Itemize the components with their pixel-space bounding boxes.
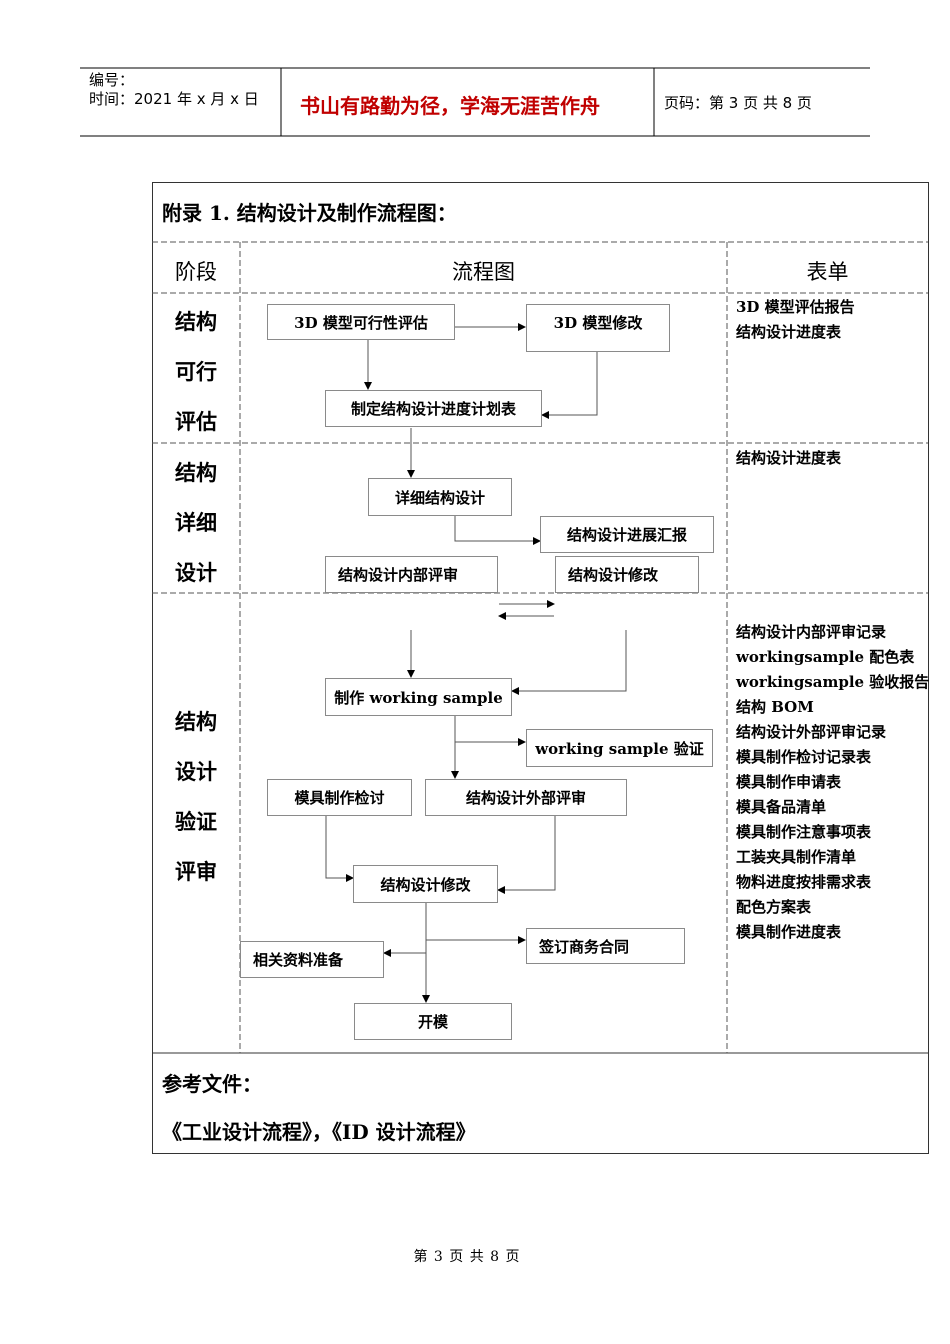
flow-box-model-evaluation: 3D 模型可行性评估 (267, 304, 455, 340)
forms-detail: 结构设计进度表 (736, 446, 841, 471)
flow-box-make-sample: 制作 working sample (325, 678, 512, 716)
form-item: 模具制作申请表 (736, 773, 842, 791)
form-item: workingsample 配色表 (736, 648, 915, 666)
page-indicator: 页码：第 3 页 共 8 页 (664, 94, 812, 112)
flow-box-design-modify-1: 结构设计修改 (555, 556, 699, 593)
form-item: 结构设计外部评审记录 (736, 723, 887, 741)
column-header-forms: 表单 (806, 260, 849, 284)
column-header-stage: 阶段 (175, 260, 217, 284)
forms-feasibility: 3D 模型评估报告 结构设计进度表 (736, 295, 855, 345)
stage-verify-line-4: 评审 (175, 859, 217, 884)
form-item: 物料进度按排需求表 (736, 873, 872, 891)
table-title: 附录 1. 结构设计及制作流程图： (162, 201, 457, 225)
form-item: 结构设计内部评审记录 (736, 623, 887, 641)
document-date: 时间：2021 年 x 月 x 日 (89, 90, 259, 108)
stage-verify-line-2: 设计 (175, 759, 217, 784)
form-item: workingsample 验收报告 (736, 673, 930, 691)
header-frame (80, 67, 870, 137)
stage-feasibility-line-1: 结构 (175, 309, 217, 334)
flow-box-progress-report: 结构设计进展汇报 (540, 516, 714, 553)
flow-box-design-modify-2: 结构设计修改 (353, 865, 498, 903)
form-item: 模具制作进度表 (736, 923, 842, 941)
form-item: 模具制作检讨记录表 (736, 748, 872, 766)
header-motto: 书山有路勤为径，学海无涯苦作舟 (300, 94, 600, 118)
flow-box-schedule-plan: 制定结构设计进度计划表 (325, 390, 542, 427)
flow-box-mold-review: 模具制作检讨 (267, 779, 412, 816)
reference-label: 参考文件： (162, 1072, 262, 1096)
flow-box-internal-review: 结构设计内部评审 (325, 556, 498, 593)
stage-verify-line-3: 验证 (175, 809, 217, 834)
flow-box-open-mold: 开模 (354, 1003, 512, 1040)
stage-feasibility-line-3: 评估 (175, 409, 217, 434)
stage-detail-line-1: 结构 (175, 460, 217, 485)
table-grid (152, 182, 929, 1154)
form-item: 模具备品清单 (736, 798, 827, 816)
page-footer: 第 3 页 共 8 页 (413, 1249, 521, 1265)
stage-detail-line-2: 详细 (175, 510, 217, 535)
form-item: 工装夹具制作清单 (736, 848, 857, 866)
form-item: 结构设计进度表 (736, 323, 842, 341)
form-item: 配色方案表 (736, 898, 812, 916)
forms-verify: 结构设计内部评审记录 workingsample 配色表 workingsamp… (736, 620, 929, 945)
stage-feasibility-line-2: 可行 (175, 359, 217, 384)
flow-box-docs-prepare: 相关资料准备 (240, 941, 384, 978)
column-header-flow: 流程图 (452, 260, 515, 284)
flowchart-connectors (325, 323, 627, 1003)
document-number: 编号： (89, 71, 135, 89)
flow-box-external-review: 结构设计外部评审 (425, 779, 627, 816)
flow-box-detail-design: 详细结构设计 (368, 478, 512, 516)
form-item: 结构设计进度表 (736, 449, 842, 467)
form-item: 模具制作注意事项表 (736, 823, 872, 841)
form-item: 结构 BOM (736, 698, 814, 716)
form-item: 3D 模型评估报告 (736, 298, 855, 316)
reference-documents: 《工业设计流程》，《ID 设计流程》 (162, 1120, 476, 1144)
flow-box-sign-contract: 签订商务合同 (526, 928, 685, 964)
flow-box-model-modify: 3D 模型修改 (526, 304, 670, 352)
stage-verify-line-1: 结构 (175, 709, 217, 734)
flow-box-sample-verify: working sample 验证 (526, 729, 713, 767)
stage-detail-line-3: 设计 (175, 560, 217, 585)
